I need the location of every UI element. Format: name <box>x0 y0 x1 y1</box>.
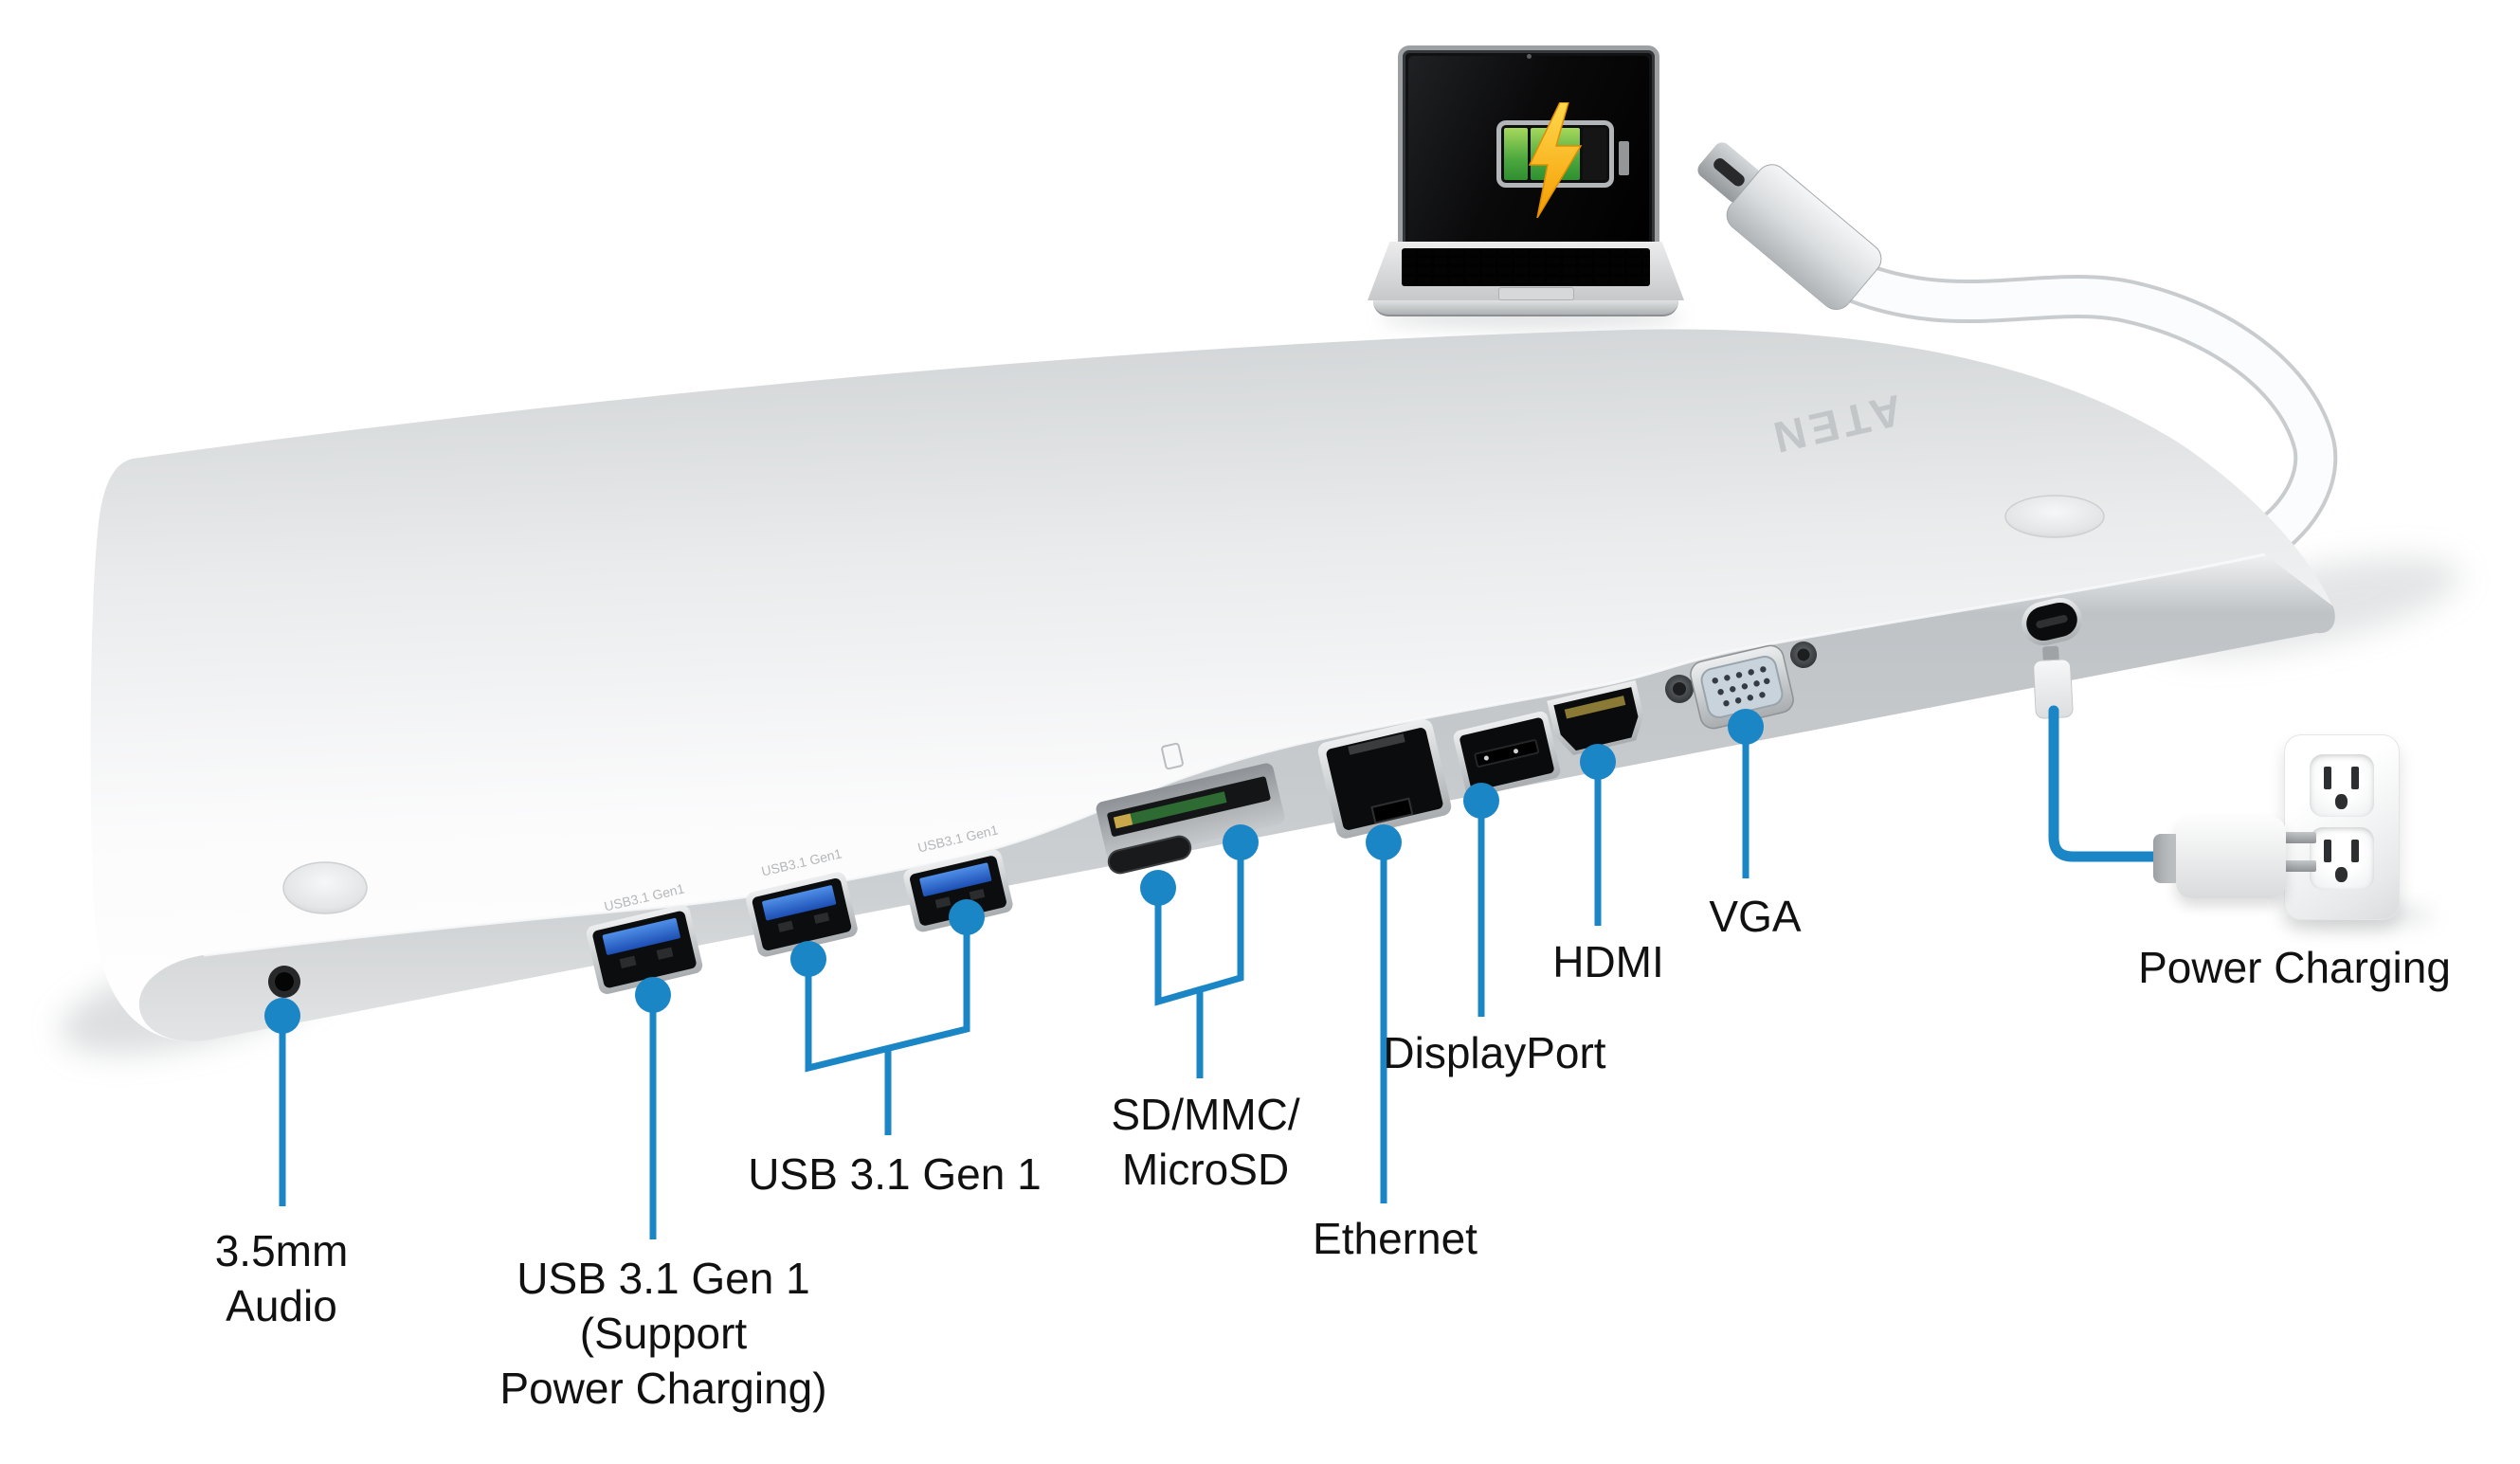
sd-card-slot <box>1096 763 1285 863</box>
outlet-ground-hole <box>2335 794 2348 809</box>
callout-dot-displayport <box>1463 783 1499 819</box>
battery-cell <box>1504 128 1528 180</box>
displayport-port <box>1453 711 1561 798</box>
label-usb-pd-line2: (Support <box>579 1309 748 1358</box>
callout-dot-usb3 <box>949 899 985 935</box>
dock-face-highlight <box>203 552 2266 957</box>
label-card-line1: SD/MMC/ <box>1111 1090 1300 1139</box>
dock-foot-left <box>282 861 368 914</box>
outlet-socket-top <box>2310 754 2374 817</box>
power-adapter-icon <box>2176 817 2286 898</box>
screw-hole-left <box>1665 675 1694 703</box>
label-usb-pair-text: USB 3.1 Gen 1 <box>748 1149 1042 1199</box>
label-card-reader: SD/MMC/ MicroSD <box>1111 1087 1299 1197</box>
outlet-slot <box>2351 767 2359 789</box>
label-hdmi-text: HDMI <box>1552 937 1664 986</box>
outlet-slot <box>2324 767 2331 789</box>
vga-port <box>1690 644 1794 730</box>
label-displayport: DisplayPort <box>1383 1025 1605 1080</box>
label-ethernet: Ethernet <box>1313 1211 1478 1266</box>
ethernet-port <box>1317 719 1452 839</box>
label-usb-pd-line3: Power Charging) <box>499 1364 827 1413</box>
callout-dot-audio <box>264 998 300 1034</box>
webcam-icon <box>1527 54 1532 59</box>
screw-hole-right <box>1790 642 1817 668</box>
laptop-screen <box>1398 45 1659 257</box>
label-audio-line1: 3.5mm <box>214 1226 349 1275</box>
callout-dot-vga <box>1728 709 1764 745</box>
laptop-keyboard <box>1402 248 1650 286</box>
callout-line-usb2 <box>805 917 970 1073</box>
usb-c-port <box>2021 597 2082 646</box>
battery-cap <box>1619 141 1629 175</box>
dock-top-surface <box>90 329 2334 1041</box>
hdmi-port <box>1547 679 1644 755</box>
label-ethernet-text: Ethernet <box>1313 1214 1478 1263</box>
battery-cell-empty <box>1583 128 1606 180</box>
label-hdmi: HDMI <box>1552 934 1664 989</box>
laptop-bottom-lip <box>1373 300 1678 316</box>
adapter-prong <box>2280 860 2316 872</box>
sd-card-icon <box>1161 742 1184 770</box>
usb-a-port-3 <box>903 849 1013 932</box>
callout-dot-usb1 <box>635 977 671 1013</box>
label-vga: VGA <box>1709 889 1801 944</box>
callout-dot-usb2 <box>790 941 826 977</box>
label-card-line2: MicroSD <box>1121 1145 1290 1194</box>
callout-dot-ethernet <box>1366 824 1402 860</box>
label-usb-pair: USB 3.1 Gen 1 <box>748 1147 1041 1202</box>
label-vga-text: VGA <box>1709 892 1802 941</box>
callout-dot-hdmi <box>1580 744 1616 780</box>
outlet-socket-bottom <box>2310 827 2374 890</box>
label-usb-power-charging: USB 3.1 Gen 1 (Support Power Charging) <box>499 1251 826 1416</box>
label-usb-pd-line1: USB 3.1 Gen 1 <box>517 1254 810 1303</box>
callout-dot-microsd <box>1140 870 1176 906</box>
callout-dot-sd <box>1223 824 1259 860</box>
label-audio: 3.5mm Audio <box>215 1223 349 1333</box>
outlet-slot <box>2351 840 2359 862</box>
laptop-trackpad <box>1498 287 1574 300</box>
microsd-card-slot <box>1107 835 1192 875</box>
laptop-illustration <box>1368 40 1684 324</box>
outlet-ground-hole <box>2335 867 2348 882</box>
lightning-bolt-icon <box>1528 102 1583 218</box>
label-power-charging: Power Charging <box>2138 940 2451 995</box>
usb-a-port-2 <box>746 872 858 957</box>
power-outlet-icon <box>2284 734 2400 920</box>
callout-line-microsd <box>1154 842 1244 1006</box>
label-power-text: Power Charging <box>2138 943 2451 992</box>
label-displayport-text: DisplayPort <box>1383 1028 1606 1077</box>
audio-jack-port <box>268 966 300 998</box>
usb-a-port-1 <box>586 905 703 994</box>
dock-foot-right <box>2004 495 2105 538</box>
label-audio-line2: Audio <box>226 1281 337 1330</box>
outlet-slot <box>2324 840 2331 862</box>
adapter-prong <box>2280 832 2316 843</box>
